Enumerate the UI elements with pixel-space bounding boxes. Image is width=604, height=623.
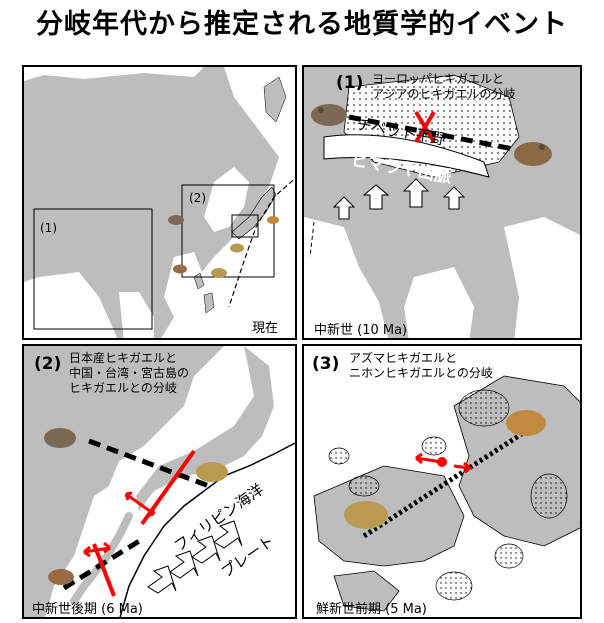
nihon-toad-icon <box>344 501 388 529</box>
toad-icon <box>267 216 279 224</box>
japan-islands <box>231 186 277 240</box>
panel-present-map: (1) (2) 現在 <box>22 65 297 340</box>
trench-line <box>119 442 295 617</box>
bay-of-bengal <box>404 267 474 338</box>
toad-icon <box>168 215 184 225</box>
shikoku <box>333 570 400 612</box>
himalaya-range <box>323 134 490 178</box>
sea-of-japan <box>204 167 249 232</box>
miyako-toad-icon <box>48 569 74 585</box>
kamchatka <box>263 76 287 123</box>
pacific-ocean <box>504 217 580 338</box>
barrier-line-2 <box>92 543 116 597</box>
panel-tibet: (1) ヨーロッパヒキガエルと アジアのヒキガエルの分岐 チベット平野 ヒマラヤ… <box>302 65 582 340</box>
inset-box-2 <box>181 184 275 278</box>
bay-of-bengal <box>119 292 154 338</box>
divergence-route <box>348 114 545 158</box>
japan-toad-icon <box>196 462 228 482</box>
toad-icon <box>211 268 227 278</box>
event-number: (3) <box>312 354 340 374</box>
divergence-route-1 <box>88 438 210 489</box>
sedimentary-basins <box>328 389 568 601</box>
spread-arrow-2 <box>83 541 111 558</box>
caption-line-2: アジアのヒキガエルの分岐 <box>372 87 516 101</box>
panel-japan-china: (2) 日本産ヒキガエルと 中国・台湾・宮古島の ヒキガエルとの分岐 フィリピン… <box>22 344 297 619</box>
event-number: (2) <box>34 354 62 374</box>
toad-icon <box>173 264 187 274</box>
divergence-route-2 <box>62 535 146 591</box>
china-toad-icon <box>44 428 76 448</box>
barrier-x-icon <box>414 110 436 144</box>
indian-ocean <box>24 272 118 338</box>
boundary-line <box>309 221 315 258</box>
era-label: 鮮新世前期 (5 Ma) <box>316 602 427 617</box>
spread-arrow-1 <box>124 491 156 517</box>
plate-boundary-line <box>228 177 295 308</box>
divergence-point <box>437 457 447 467</box>
caption-line-1: ヨーロッパヒキガエルと <box>372 72 505 86</box>
spread-arrows <box>415 452 473 474</box>
asian-toad-icon <box>514 142 552 166</box>
plate-motion-arrows <box>147 520 243 594</box>
asian-mainland <box>24 346 224 617</box>
inset-box-2-label: (2) <box>189 191 206 205</box>
present-map-svg <box>24 67 295 338</box>
azuma-toad-icon <box>506 410 546 436</box>
inset-box-1-label: (1) <box>40 221 57 235</box>
caption-line-2: ニホンヒキガエルとの分岐 <box>349 366 493 380</box>
arabian-sea <box>304 217 388 338</box>
european-toad-icon <box>311 104 347 126</box>
event-number: (1) <box>336 73 364 93</box>
page-title: 分岐年代から推定される地質学的イベント <box>36 9 568 40</box>
inset-box-1 <box>33 208 153 330</box>
divergence-route <box>362 423 536 539</box>
uplift-arrows <box>332 178 466 220</box>
caption-line-3: ヒキガエルとの分岐 <box>69 381 177 395</box>
inset-box-3 <box>231 214 259 238</box>
caption-line-2: 中国・台湾・宮古島の <box>69 366 190 380</box>
era-label: 中新世後期 (6 Ma) <box>32 602 143 617</box>
caption-line-1: アズマヒキガエルと <box>349 351 458 365</box>
toad-icon <box>230 243 244 253</box>
honshu-map-svg <box>304 346 580 617</box>
panel-honshu: (3) アズマヒキガエルと ニホンヒキガエルとの分岐 鮮新世前期 (5 Ma) <box>302 344 582 619</box>
era-label: 現在 <box>252 321 279 336</box>
pacific-ocean <box>161 67 295 338</box>
tibet-map-svg <box>304 67 580 338</box>
era-label: 中新世 (10 Ma) <box>314 323 408 338</box>
caption-line-1: 日本産ヒキガエルと <box>69 351 178 365</box>
arctic-ocean <box>24 67 204 81</box>
philippine-islands <box>193 272 215 314</box>
